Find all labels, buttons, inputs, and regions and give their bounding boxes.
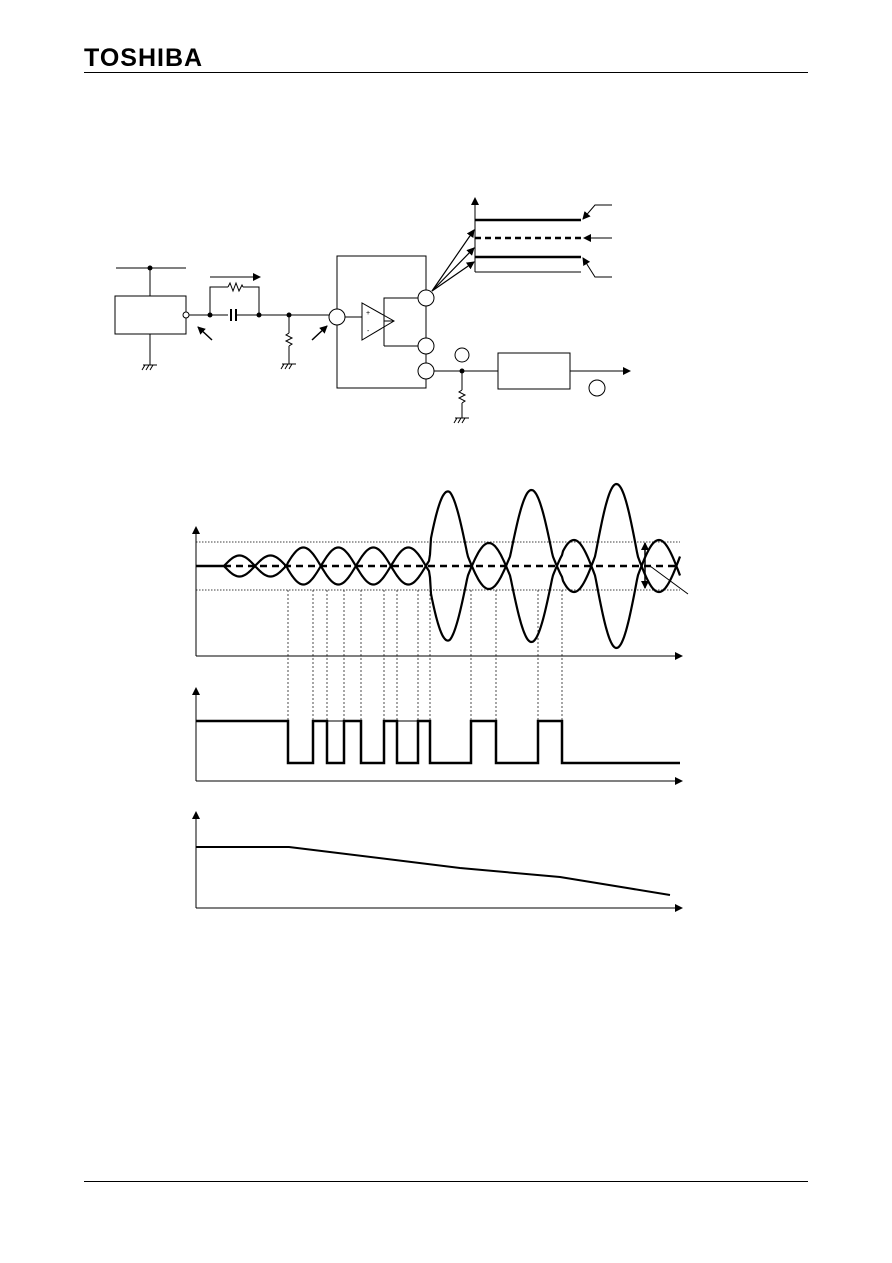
output-node-marker (588, 379, 606, 397)
load-resistor (457, 389, 467, 404)
ground-symbol-1 (141, 364, 157, 371)
circuit-diagram: + - (114, 197, 631, 424)
digital-output-graph (192, 687, 683, 785)
svg-text:-: - (367, 328, 370, 335)
toshiba-logo: TOSHIBA (84, 44, 204, 72)
ic-pin-c (417, 362, 435, 380)
source-output-terminal (182, 311, 190, 319)
ic-pin-b (417, 337, 435, 355)
comparator-symbol (361, 302, 395, 341)
ic-pin-a (417, 289, 435, 307)
ground-symbol-3 (453, 417, 469, 424)
shunt-resistor (284, 332, 294, 347)
ic-input-pin (328, 308, 346, 326)
source-block (114, 295, 187, 335)
svg-text:+: + (366, 310, 370, 317)
level-graph (192, 811, 683, 912)
coupling-capacitor (230, 309, 237, 321)
header-rule (84, 72, 808, 73)
ground-symbol-2 (280, 363, 296, 370)
threshold-graph (471, 197, 612, 278)
footer-rule (84, 1181, 808, 1182)
output-block (497, 352, 571, 390)
feedback-resistor (227, 281, 244, 293)
node-marker (454, 347, 470, 363)
